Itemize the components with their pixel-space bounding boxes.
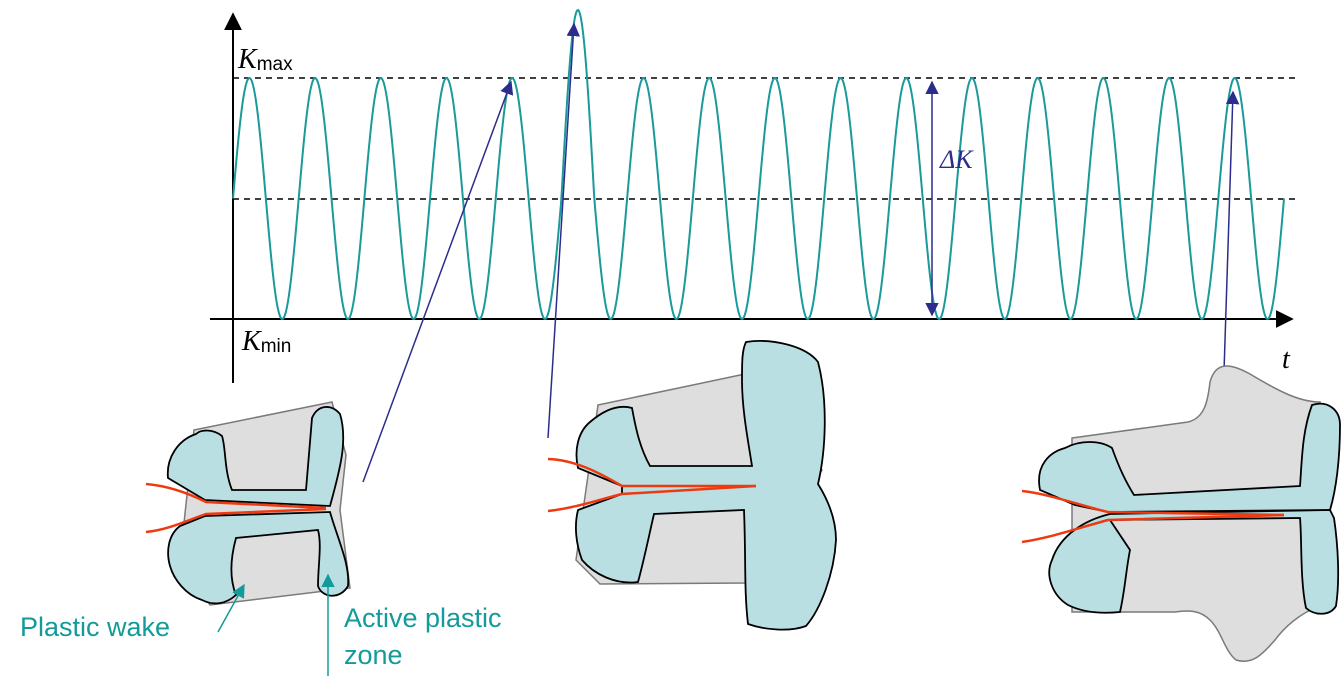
delta-k-label: ΔK xyxy=(939,145,974,174)
stress-intensity-wave xyxy=(232,8,1285,321)
plastic-wake-pointer xyxy=(217,583,245,633)
upper-plastic-zone xyxy=(1038,402,1341,513)
kmin-label: Kmin xyxy=(241,326,291,357)
specimen-at-overload xyxy=(547,340,837,631)
specimen-after-overload xyxy=(1021,365,1341,662)
active-plastic-zone-label-line1: Active plastic xyxy=(344,603,502,633)
crack-lower-flank xyxy=(145,507,327,534)
plastic-wake-label: Plastic wake xyxy=(20,612,170,642)
active-plastic-zone-label-line2: zone xyxy=(344,640,403,670)
arrow-to-overload-peak xyxy=(547,22,580,439)
crack-lower-flank xyxy=(1021,513,1285,544)
crack-lower-flank xyxy=(547,484,757,513)
upper-plastic-zone xyxy=(166,406,345,507)
specimen-before-overload xyxy=(145,401,351,606)
crack-upper-flank xyxy=(145,482,327,510)
kmax-label: Kmax xyxy=(237,44,293,75)
crack-upper-flank xyxy=(1021,489,1285,517)
lower-plastic-zone xyxy=(1048,509,1340,615)
arrow-to-pre-overload-peak xyxy=(362,80,514,483)
crack-upper-flank xyxy=(547,457,756,488)
lower-plastic-zone xyxy=(167,511,350,605)
time-axis-label: t xyxy=(1282,344,1291,375)
